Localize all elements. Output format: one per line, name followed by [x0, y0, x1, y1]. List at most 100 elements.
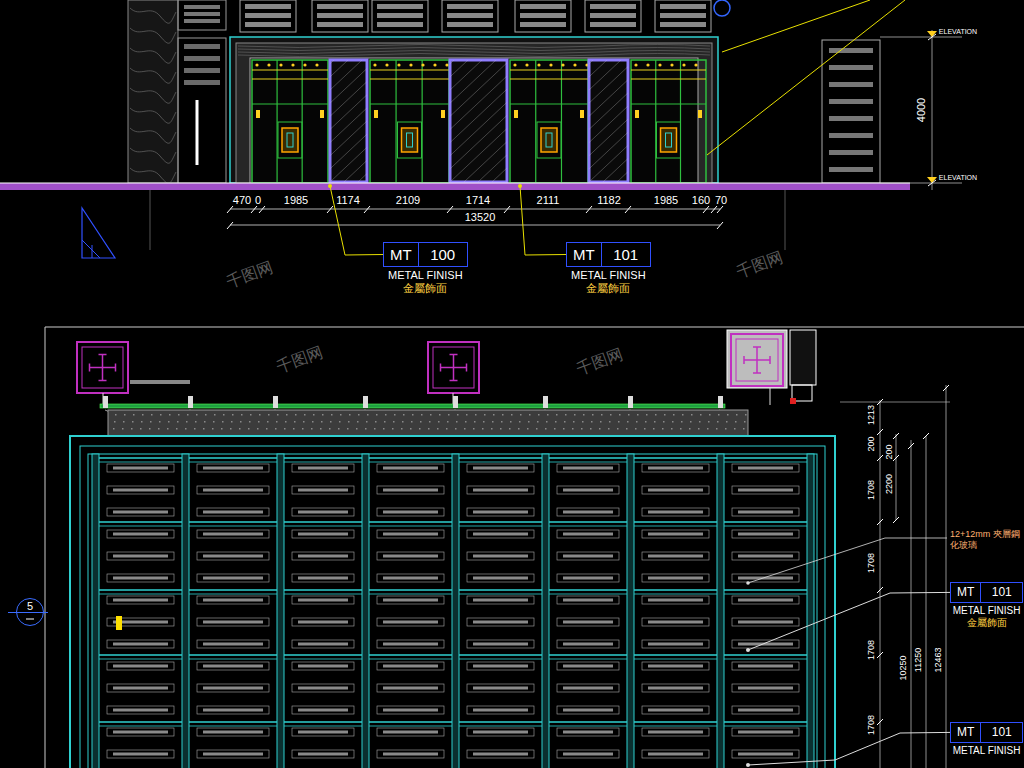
shelf-unit: [370, 60, 449, 183]
fixture-cross: [769, 356, 771, 364]
watermark: 千图网: [275, 344, 326, 375]
concrete-dot: [473, 428, 475, 430]
dimension-tick: [327, 206, 333, 213]
display-block: [642, 618, 709, 626]
fixture-cross: [450, 354, 458, 356]
display-block: [292, 530, 354, 538]
concrete-dot: [475, 414, 477, 416]
dimension-line: [230, 225, 720, 226]
concrete-dot: [500, 428, 502, 430]
concrete-dot: [464, 428, 466, 430]
display-block: [298, 489, 348, 492]
dimension-tick: [717, 222, 723, 229]
concrete-dot: [456, 421, 458, 423]
display-block: [203, 731, 263, 734]
fixture-cross: [753, 346, 761, 348]
display-block: [557, 552, 619, 560]
cabinet-item: [829, 65, 873, 70]
display-block: [648, 753, 703, 756]
dimension: 160: [692, 195, 710, 206]
fixture-cross: [440, 364, 442, 372]
cabinet-item: [184, 5, 220, 9]
display-fixture: [278, 122, 302, 158]
concrete-dot: [546, 421, 548, 423]
concrete-dot: [682, 414, 684, 416]
display-block: [107, 596, 174, 604]
concrete-dot: [412, 414, 414, 416]
concrete-dot: [131, 428, 133, 430]
watermark: 千图网: [735, 249, 786, 280]
display-block: [732, 574, 799, 582]
glass-hatch-line: [450, 60, 507, 182]
shelf-dot: [682, 63, 685, 66]
fixture-cross: [753, 372, 761, 374]
concrete-dot: [528, 421, 530, 423]
marble-vein: [130, 8, 176, 23]
concrete-dot: [439, 414, 441, 416]
section-line: [8, 612, 48, 613]
glass-hatch-line: [330, 60, 367, 182]
display-block: [563, 643, 613, 646]
display-block: [563, 709, 613, 712]
concrete-dot: [545, 428, 547, 430]
dimension: 1985: [284, 195, 308, 206]
display-block: [557, 596, 619, 604]
concrete-dot: [151, 414, 153, 416]
concrete-dot: [428, 428, 430, 430]
concrete-dot: [664, 414, 666, 416]
dimension: 12463: [934, 647, 943, 672]
display-block: [648, 643, 703, 646]
concrete-dot: [403, 414, 405, 416]
glass-hatch: [589, 60, 628, 182]
glass-hatch-line: [492, 60, 507, 182]
concrete-dot: [743, 428, 745, 430]
concrete-dot: [446, 428, 448, 430]
display-block: [113, 489, 168, 492]
dimension: 1708: [867, 640, 876, 660]
display-block: [563, 621, 613, 624]
display-block: [292, 662, 354, 670]
finish-number: 101: [601, 243, 650, 266]
dimension-tick: [227, 206, 233, 213]
light-symbol: [714, 0, 730, 16]
concrete-dot: [608, 428, 610, 430]
concrete-dot: [680, 428, 682, 430]
display-block: [473, 665, 528, 668]
dimension-tick: [877, 719, 883, 725]
concrete-dot: [645, 421, 647, 423]
display-item: [666, 133, 672, 147]
cabinet-item: [660, 22, 706, 27]
display-block: [298, 709, 348, 712]
display-block: [642, 728, 709, 736]
leader-line: [330, 186, 383, 255]
display-block: [467, 464, 534, 472]
beam-clip: [543, 396, 548, 408]
display-block: [298, 599, 348, 602]
concrete-dot: [257, 428, 259, 430]
floor-line: [0, 183, 910, 184]
display-block: [732, 530, 799, 538]
dimension: 1174: [336, 195, 360, 206]
shelf-rail: [510, 69, 588, 70]
finish-name: 金屬飾面: [571, 282, 646, 295]
concrete-dot: [277, 414, 279, 416]
dimension-tick: [711, 206, 717, 213]
dimension-line: [896, 434, 897, 520]
concrete-dot: [203, 428, 205, 430]
display-block: [557, 662, 619, 670]
marble-vein: [130, 88, 176, 103]
concrete-dot: [339, 421, 341, 423]
concrete-dot: [268, 414, 270, 416]
concrete-dot: [447, 421, 449, 423]
concrete-dot: [421, 414, 423, 416]
display-item: [282, 128, 298, 152]
shelf-dot: [561, 63, 564, 66]
concrete-dot: [114, 421, 116, 423]
glass-hatch-line: [358, 60, 367, 182]
fixture-cross: [89, 364, 91, 372]
glass-hatch-line: [450, 60, 507, 182]
display-block: [107, 728, 174, 736]
display-block: [203, 643, 263, 646]
display-block: [473, 511, 528, 514]
display-item: [541, 128, 557, 152]
